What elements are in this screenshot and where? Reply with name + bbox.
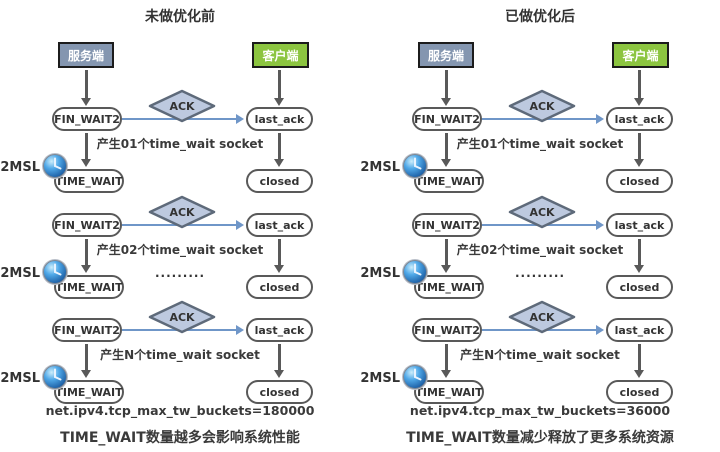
down-arrow bbox=[274, 239, 285, 273]
state-last-ack: last_ack bbox=[606, 213, 673, 237]
ack-diamond-label: ACK bbox=[169, 99, 195, 113]
ack-diamond bbox=[508, 89, 576, 123]
socket-caption: 产生01个time_wait socket bbox=[96, 137, 264, 151]
closure-row-n: ACK FIN_WAIT2 last_ack 产生N个time_wait soc… bbox=[360, 300, 720, 406]
socket-caption: 产生02个time_wait socket bbox=[96, 243, 264, 257]
clock-icon bbox=[402, 153, 428, 179]
state-closed: closed bbox=[606, 275, 673, 299]
state-fin-wait2: FIN_WAIT2 bbox=[412, 213, 482, 237]
socket-caption: 产生N个time_wait socket bbox=[460, 348, 620, 362]
down-arrow bbox=[634, 70, 645, 106]
down-arrow bbox=[441, 70, 452, 106]
closure-row-n: ACK FIN_WAIT2 last_ack 产生N个time_wait soc… bbox=[0, 300, 360, 406]
state-last-ack: last_ack bbox=[246, 318, 313, 342]
state-last-ack: last_ack bbox=[606, 318, 673, 342]
msl-label: 2MSL bbox=[0, 371, 40, 386]
clock-icon bbox=[42, 364, 68, 390]
msl-label: 2MSL bbox=[0, 160, 40, 175]
down-arrow bbox=[634, 344, 645, 378]
ack-diamond-label: ACK bbox=[529, 99, 555, 113]
socket-caption: 产生01个time_wait socket bbox=[456, 137, 624, 151]
closure-row-1: ACK FIN_WAIT2 last_ack 产生01个time_wait so… bbox=[360, 89, 720, 195]
ellipsis-dots: ......... bbox=[514, 266, 566, 280]
msl-label: 2MSL bbox=[360, 160, 400, 175]
panel-before-optimization: 未做优化前 服务端 客户端 ACK FIN_WAIT2 last_ack 产生0… bbox=[0, 9, 360, 446]
ack-diamond bbox=[508, 195, 576, 229]
closure-row-1: ACK FIN_WAIT2 last_ack 产生01个time_wait so… bbox=[0, 89, 360, 195]
sysctl-setting: net.ipv4.tcp_max_tw_buckets=180000 bbox=[45, 403, 315, 418]
down-arrow bbox=[81, 344, 92, 378]
closure-row-2: ACK FIN_WAIT2 last_ack 产生02个time_wait so… bbox=[0, 195, 360, 301]
state-closed: closed bbox=[246, 169, 313, 193]
clock-icon bbox=[42, 153, 68, 179]
ack-diamond-label: ACK bbox=[169, 310, 195, 324]
state-time-wait: TIME_WAIT bbox=[54, 169, 124, 193]
state-closed: closed bbox=[246, 380, 313, 404]
state-last-ack: last_ack bbox=[246, 107, 313, 131]
panel-after-optimization: 已做优化后 服务端 客户端 ACK FIN_WAIT2 last_ack 产生0… bbox=[360, 0, 720, 452]
ack-diamond bbox=[148, 195, 216, 229]
down-arrow bbox=[634, 133, 645, 167]
down-arrow bbox=[274, 133, 285, 167]
state-time-wait: TIME_WAIT bbox=[54, 380, 124, 404]
ellipsis-dots: ......... bbox=[154, 266, 206, 280]
state-time-wait: TIME_WAIT bbox=[414, 169, 484, 193]
state-closed: closed bbox=[606, 380, 673, 404]
msl-label: 2MSL bbox=[360, 371, 400, 386]
client-box: 客户端 bbox=[252, 42, 309, 68]
panel-title: 已做优化后 bbox=[505, 9, 575, 25]
ack-diamond bbox=[148, 300, 216, 334]
panel-summary: TIME_WAIT数量减少释放了更多系统资源 bbox=[406, 430, 674, 446]
down-arrow bbox=[441, 344, 452, 378]
down-arrow bbox=[81, 70, 92, 106]
panel-summary: TIME_WAIT数量越多会影响系统性能 bbox=[60, 430, 300, 446]
down-arrow bbox=[441, 239, 452, 273]
server-box: 服务端 bbox=[418, 42, 474, 68]
socket-caption: 产生N个time_wait socket bbox=[100, 348, 260, 362]
msl-label: 2MSL bbox=[0, 266, 40, 281]
socket-caption: 产生02个time_wait socket bbox=[456, 243, 624, 257]
down-arrow bbox=[634, 239, 645, 273]
ack-diamond-label: ACK bbox=[529, 310, 555, 324]
msl-label: 2MSL bbox=[360, 266, 400, 281]
server-box: 服务端 bbox=[58, 42, 114, 68]
state-fin-wait2: FIN_WAIT2 bbox=[52, 107, 122, 131]
down-arrow bbox=[81, 133, 92, 167]
clock-icon bbox=[402, 259, 428, 285]
state-fin-wait2: FIN_WAIT2 bbox=[412, 318, 482, 342]
ack-diamond bbox=[148, 89, 216, 123]
state-last-ack: last_ack bbox=[246, 213, 313, 237]
state-fin-wait2: FIN_WAIT2 bbox=[52, 213, 122, 237]
ack-diamond-label: ACK bbox=[169, 205, 195, 219]
clock-icon bbox=[42, 259, 68, 285]
state-closed: closed bbox=[606, 169, 673, 193]
ack-diamond-label: ACK bbox=[529, 205, 555, 219]
closure-row-2: ACK FIN_WAIT2 last_ack 产生02个time_wait so… bbox=[360, 195, 720, 301]
client-box: 客户端 bbox=[612, 42, 669, 68]
down-arrow bbox=[274, 344, 285, 378]
panel-title: 未做优化前 bbox=[145, 9, 215, 25]
down-arrow bbox=[81, 239, 92, 273]
state-fin-wait2: FIN_WAIT2 bbox=[52, 318, 122, 342]
down-arrow bbox=[274, 70, 285, 106]
ack-diamond bbox=[508, 300, 576, 334]
state-closed: closed bbox=[246, 275, 313, 299]
sysctl-setting: net.ipv4.tcp_max_tw_buckets=36000 bbox=[409, 403, 671, 418]
state-last-ack: last_ack bbox=[606, 107, 673, 131]
down-arrow bbox=[441, 133, 452, 167]
state-fin-wait2: FIN_WAIT2 bbox=[412, 107, 482, 131]
clock-icon bbox=[402, 364, 428, 390]
